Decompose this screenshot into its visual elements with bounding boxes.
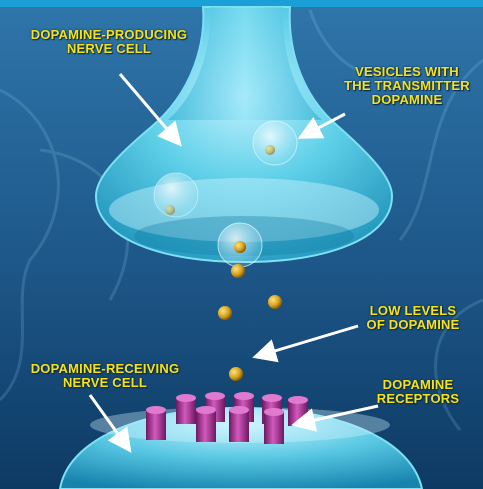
label-producing-cell-line2: NERVE CELL bbox=[14, 42, 204, 56]
label-receiving-cell: DOPAMINE-RECEIVING NERVE CELL bbox=[12, 362, 198, 390]
top-border-strip bbox=[0, 0, 483, 7]
label-receptors: DOPAMINE RECEPTORS bbox=[362, 378, 474, 406]
label-receiving-cell-line1: DOPAMINE-RECEIVING bbox=[12, 362, 198, 376]
label-producing-cell: DOPAMINE-PRODUCING NERVE CELL bbox=[14, 28, 204, 56]
label-vesicles-line2: THE TRANSMITTER bbox=[337, 79, 477, 93]
label-low-levels-line2: OF DOPAMINE bbox=[355, 318, 471, 332]
label-receptors-line1: DOPAMINE bbox=[362, 378, 474, 392]
label-vesicles: VESICLES WITH THE TRANSMITTER DOPAMINE bbox=[337, 65, 477, 107]
label-low-levels: LOW LEVELS OF DOPAMINE bbox=[355, 304, 471, 332]
label-receptors-line2: RECEPTORS bbox=[362, 392, 474, 406]
label-vesicles-line1: VESICLES WITH bbox=[337, 65, 477, 79]
label-low-levels-line1: LOW LEVELS bbox=[355, 304, 471, 318]
label-producing-cell-line1: DOPAMINE-PRODUCING bbox=[14, 28, 204, 42]
label-vesicles-line3: DOPAMINE bbox=[337, 93, 477, 107]
label-receiving-cell-line2: NERVE CELL bbox=[12, 376, 198, 390]
